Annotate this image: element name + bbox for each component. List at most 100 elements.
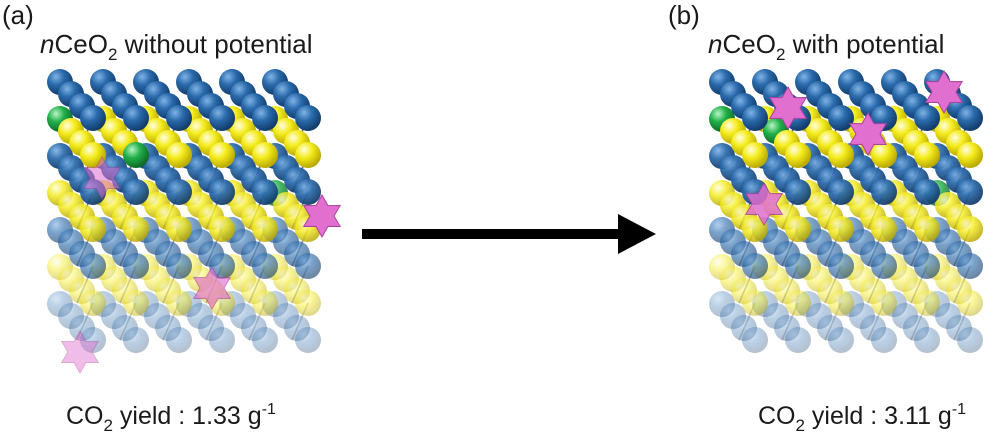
lattice-atoms [47,69,321,353]
vacancy-star-icon [924,69,964,115]
cerium-atom [785,253,811,279]
oxygen-atom [252,290,278,316]
lattice-with-potential [709,69,983,353]
oxygen-atom [871,290,897,316]
cerium-atom [166,253,192,279]
cerium-atom [295,327,321,353]
cerium-atom [166,179,192,205]
panel-a-caption: CO2 yield : 1.33 g-1 [66,401,276,435]
cerium-atom [871,253,897,279]
cerium-atom [209,179,235,205]
cerium-atom [295,105,321,131]
oxygen-atom [785,142,811,168]
panel-b-label: (b) [668,0,700,30]
oxygen-atom [785,290,811,316]
vacancy-star-icon [60,329,100,375]
oxygen-atom [914,216,940,242]
cerium-atom [80,105,106,131]
panel-a-caption-mid: yield : 1.33 g [112,402,262,430]
cerium-atom [828,179,854,205]
panel-a-caption-pre: CO [66,402,104,430]
oxygen-atom [123,290,149,316]
cerium-atom [957,253,983,279]
cerium-atom [295,253,321,279]
vacancy-markers [60,155,342,375]
lattice-atoms [709,69,983,353]
cerium-atom [209,327,235,353]
oxygen-atom [123,216,149,242]
cerium-atom [123,253,149,279]
cerium-atom [957,179,983,205]
oxygen-atom [785,216,811,242]
cerium-atom [742,105,768,131]
cerium-atom [742,327,768,353]
panel-b-caption: CO2 yield : 3.11 g-1 [758,401,967,435]
oxygen-atom [209,216,235,242]
vacancy-star-icon [768,85,808,131]
cerium-atom [828,253,854,279]
cerium-atom [957,105,983,131]
oxygen-atom [295,290,321,316]
oxygen-atom [871,216,897,242]
panel-a-title-rest: without potential [117,29,313,59]
oxygen-atom [828,216,854,242]
panel-b-caption-mid: yield : 3.11 g [804,402,952,430]
transition-arrow [362,214,656,254]
oxygen-atom [957,216,983,242]
oxygen-atom [828,290,854,316]
cerium-atom [871,179,897,205]
cerium-atom [252,253,278,279]
dopant-atom [123,142,149,168]
vacancy-star-icon [192,265,232,311]
cerium-atom [209,105,235,131]
panel-b-title: nCeO2 with potential [708,29,945,64]
oxygen-atom [252,142,278,168]
panel-b-title-rest: with potential [785,29,945,59]
panel-b-caption-sub: 2 [795,416,805,435]
cerium-atom [785,179,811,205]
cerium-atom [914,327,940,353]
cerium-atom [123,105,149,131]
panel-a-title-italic: n [40,29,55,59]
cerium-atom [166,105,192,131]
oxygen-atom [957,290,983,316]
vacancy-star-icon [744,181,784,227]
cerium-atom [914,253,940,279]
oxygen-atom [252,216,278,242]
panel-b-title-sub: 2 [775,45,786,64]
cerium-atom [785,327,811,353]
oxygen-atom [828,142,854,168]
cerium-atom [123,179,149,205]
lattice-without-potential [47,69,342,375]
cerium-atom [295,179,321,205]
oxygen-atom [166,142,192,168]
oxygen-atom [742,216,768,242]
oxygen-atom [166,290,192,316]
oxygen-atom [80,216,106,242]
cerium-atom [828,327,854,353]
vacancy-star-icon [848,111,888,157]
arrow-head [618,214,656,254]
cerium-atom [957,327,983,353]
oxygen-atom [871,142,897,168]
vacancy-star-icon [302,193,342,239]
oxygen-atom [742,142,768,168]
panel-a-title-main: CeO [54,29,108,59]
vacancy-markers [744,69,964,227]
panel-a-caption-sup: -1 [261,401,276,418]
cerium-atom [166,327,192,353]
panel-b-title-main: CeO [722,29,776,59]
oxygen-atom [80,290,106,316]
oxygen-atom [742,290,768,316]
oxygen-atom [166,216,192,242]
panel-b-caption-pre: CO [758,402,796,430]
cerium-atom [252,327,278,353]
cerium-atom [828,105,854,131]
vacancy-star-icon [82,155,122,201]
panel-b-caption-sup: -1 [951,401,967,418]
oxygen-atom [914,142,940,168]
cerium-atom [80,327,106,353]
cerium-atom [252,105,278,131]
oxygen-atom [957,142,983,168]
